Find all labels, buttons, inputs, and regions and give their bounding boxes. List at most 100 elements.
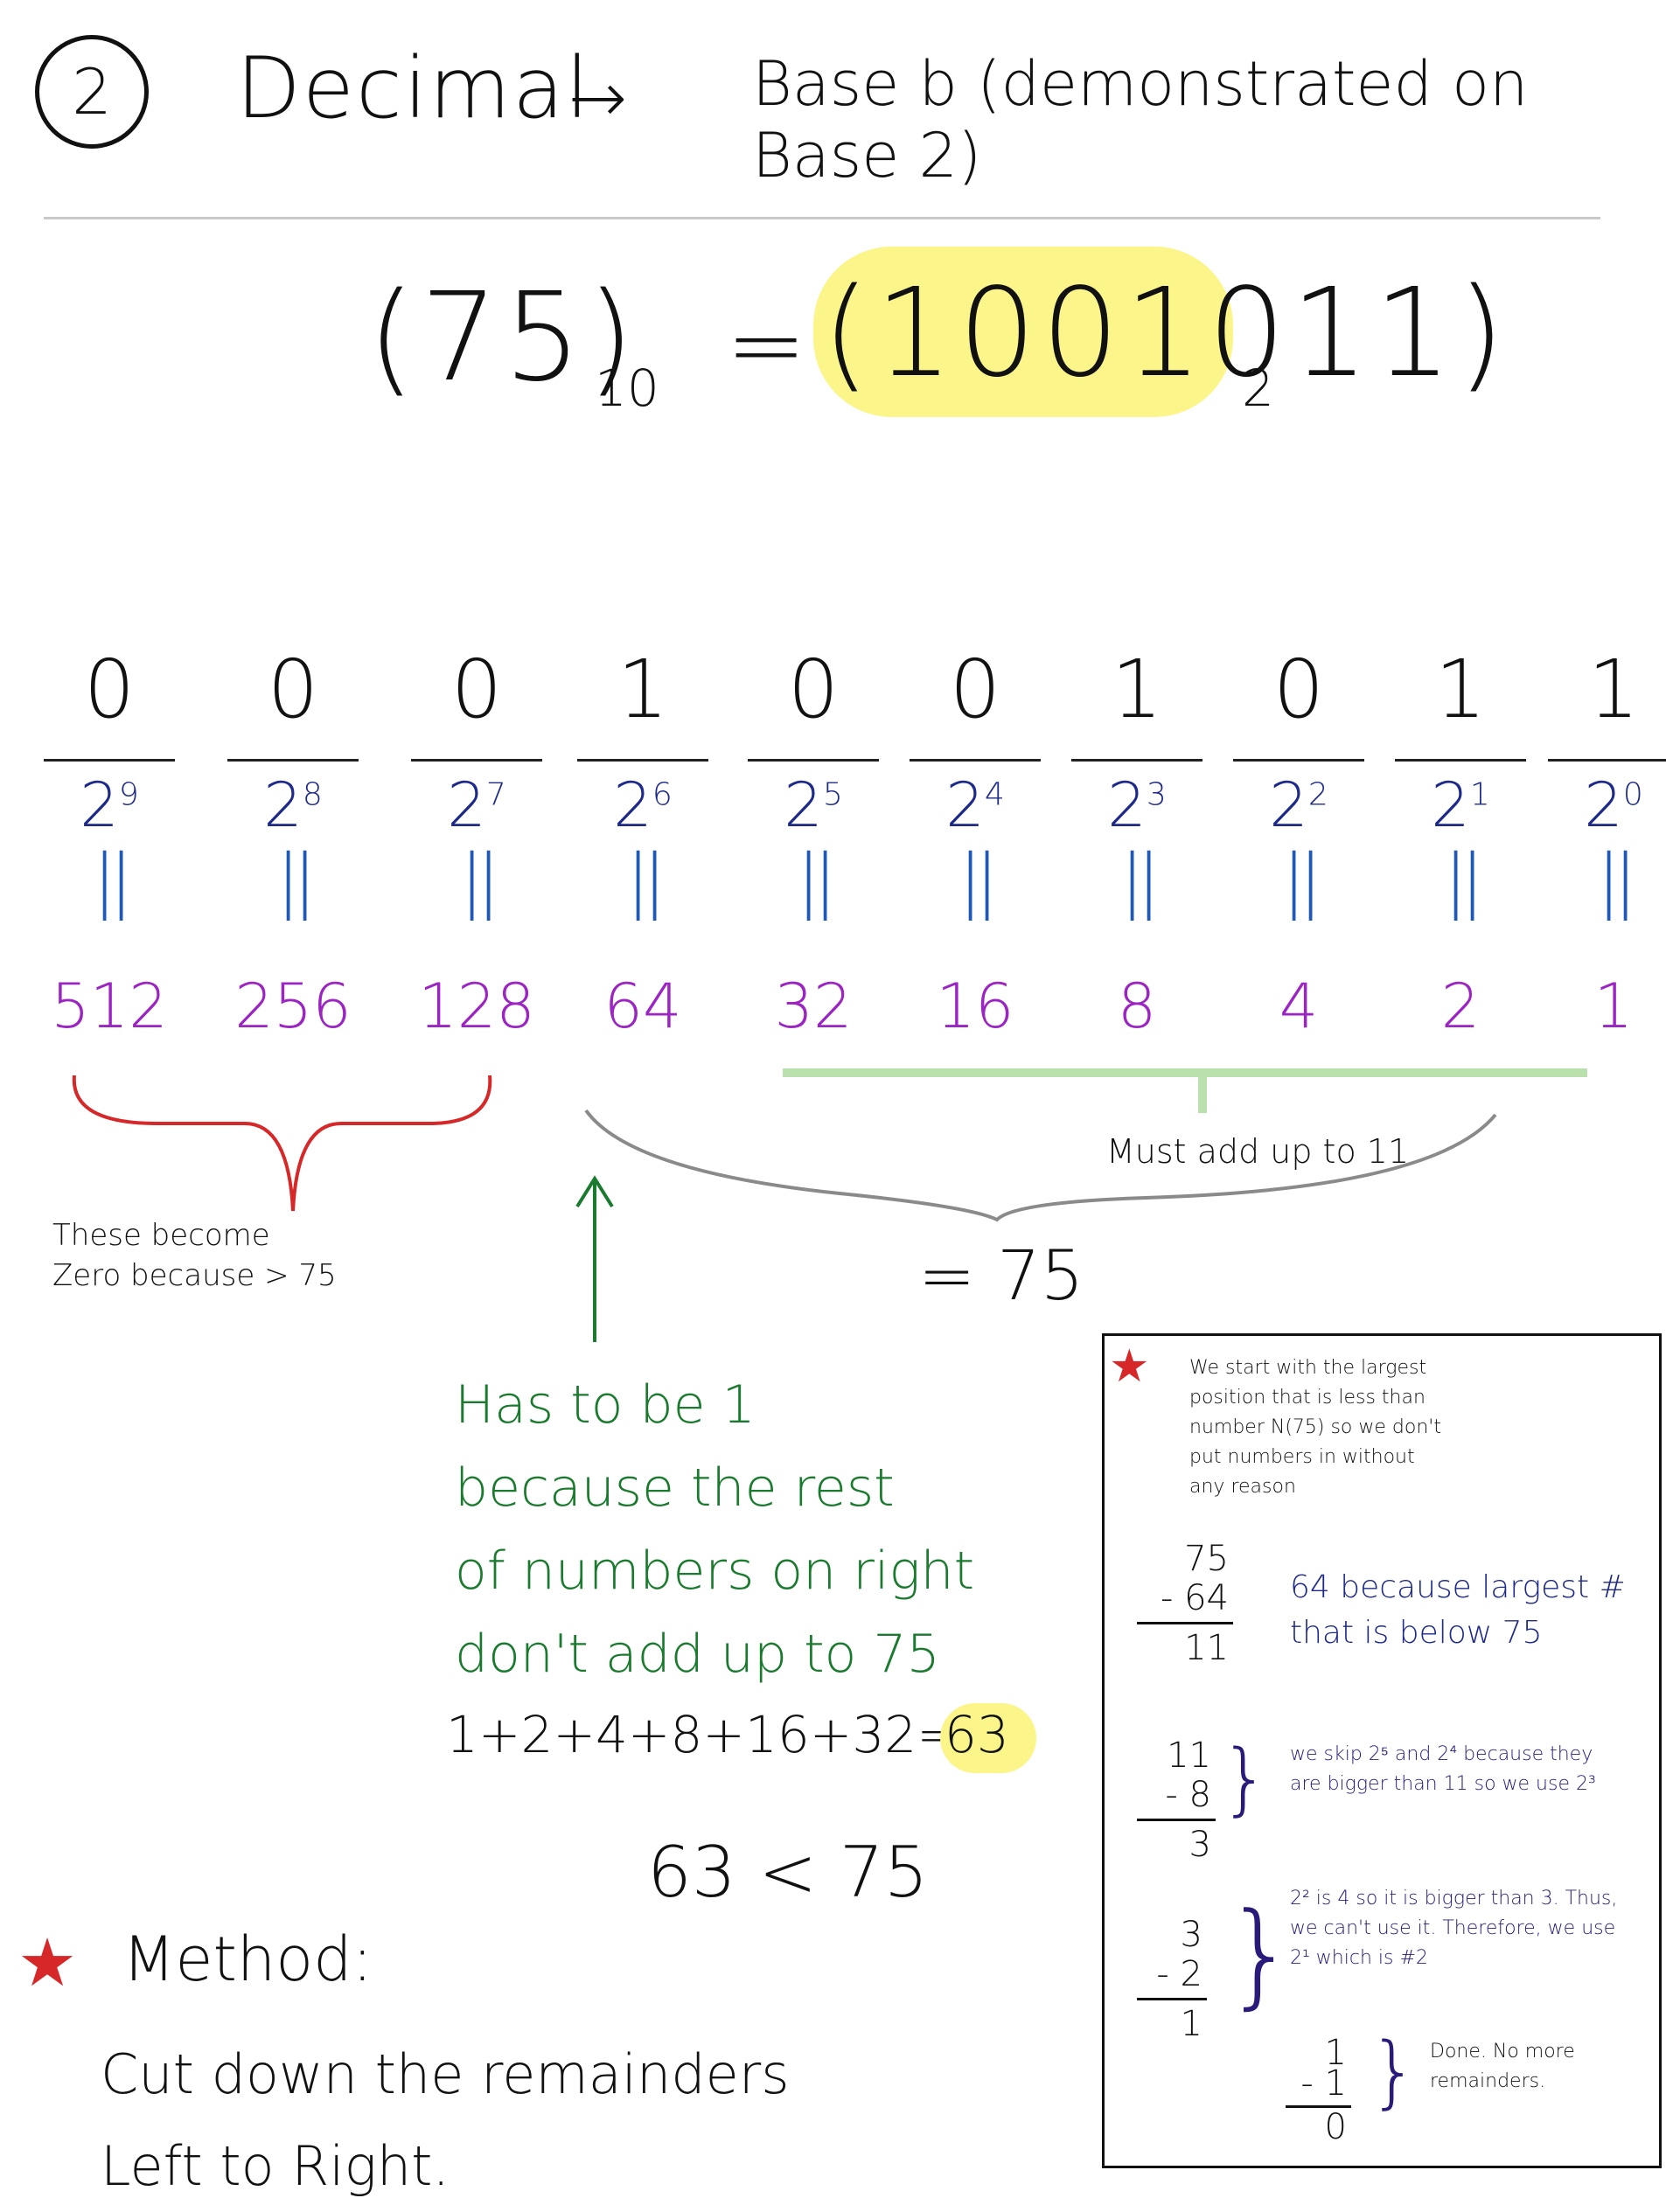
power-of-two: 28 xyxy=(219,769,367,841)
digit-underline xyxy=(910,759,1041,762)
digit-underline xyxy=(411,759,542,762)
star-icon: ★ xyxy=(17,1923,78,2001)
place-value: 256 xyxy=(234,970,352,1042)
grey-brace-icon xyxy=(584,1109,1497,1222)
step3-result: 1 xyxy=(1180,2004,1202,2044)
equals-bar: || xyxy=(1282,839,1322,921)
power-base: 2 xyxy=(784,769,823,841)
binary-highlight xyxy=(813,247,1233,417)
power-exponent: 1 xyxy=(1469,776,1490,813)
green-sum-tick xyxy=(1198,1074,1207,1113)
equals-bar: || xyxy=(1444,839,1484,921)
step1-result: 11 xyxy=(1184,1628,1229,1668)
power-exponent: 8 xyxy=(302,776,323,813)
method-line2: Left to Right. xyxy=(101,2134,450,2198)
step2-result: 3 xyxy=(1189,1825,1211,1865)
place-value: 64 xyxy=(603,970,682,1042)
decimal-base-subscript: 10 xyxy=(595,358,659,418)
brace-icon: } xyxy=(1220,1733,1271,1825)
binary-digit: 1 xyxy=(1434,643,1487,736)
digit-underline xyxy=(1071,759,1202,762)
section-number-badge: 2 xyxy=(35,35,149,149)
step3-minus: - 2 xyxy=(1156,1954,1202,1994)
method-line1: Cut down the remainders xyxy=(101,2042,790,2106)
star-icon: ★ xyxy=(1109,1340,1150,1393)
decimal-value: (75) xyxy=(367,267,640,409)
power-base: 2 xyxy=(1431,769,1470,841)
power-exponent: 2 xyxy=(1307,776,1328,813)
step4-minus: - 1 xyxy=(1300,2063,1347,2104)
place-value: 512 xyxy=(51,970,168,1042)
power-exponent: 3 xyxy=(1146,776,1167,813)
power-base: 2 xyxy=(263,769,303,841)
step2-note: we skip 2⁵ and 2⁴ because they are bigge… xyxy=(1290,1743,1596,1795)
red-brace-icon xyxy=(72,1075,492,1212)
place-value: 1 xyxy=(1593,970,1634,1042)
worked-example-box xyxy=(1102,1333,1662,2168)
equals-bar: || xyxy=(797,839,837,921)
equals-sign: = xyxy=(726,289,807,400)
place-value: 2 xyxy=(1440,970,1481,1042)
step4-result: 0 xyxy=(1324,2107,1347,2147)
power-of-two: 21 xyxy=(1386,769,1535,841)
power-base: 2 xyxy=(447,769,486,841)
binary-digit: 1 xyxy=(1111,643,1163,736)
step3-top: 3 xyxy=(1180,1915,1202,1955)
power-exponent: 5 xyxy=(822,776,843,813)
power-of-two: 24 xyxy=(901,769,1049,841)
method-body: Cut down the remainders Left to Right. xyxy=(101,2028,790,2212)
step1-minus: - 64 xyxy=(1160,1578,1229,1618)
step2-minus: - 8 xyxy=(1165,1775,1211,1815)
zero-note-line1: These become xyxy=(52,1218,270,1253)
step2-rule xyxy=(1137,1819,1216,1821)
step3-rule xyxy=(1137,1998,1207,2000)
digit-underline xyxy=(1395,759,1526,762)
method-title: Method: xyxy=(122,1923,373,1995)
equals-bar: || xyxy=(276,839,317,921)
power-base: 2 xyxy=(1269,769,1308,841)
equals-bar: || xyxy=(93,839,133,921)
digit-underline xyxy=(577,759,708,762)
place-value: 128 xyxy=(418,970,535,1042)
digit-underline xyxy=(748,759,879,762)
zero-note-line2: Zero because > 75 xyxy=(52,1258,337,1293)
power-of-two: 20 xyxy=(1539,769,1666,841)
power-of-two: 22 xyxy=(1224,769,1373,841)
step4-top: 1 xyxy=(1324,2033,1347,2073)
binary-digit: 0 xyxy=(83,643,136,736)
binary-digit: 0 xyxy=(450,643,503,736)
step4-note: Done. No more remainders. xyxy=(1430,2041,1575,2092)
green-sum-bar xyxy=(783,1068,1587,1077)
power-base: 2 xyxy=(80,769,119,841)
power-of-two: 29 xyxy=(35,769,184,841)
section-number: 2 xyxy=(72,55,112,129)
step1-note: 64 because largest # that is below 75 xyxy=(1290,1569,1626,1651)
power-base: 2 xyxy=(1584,769,1623,841)
power-exponent: 0 xyxy=(1622,776,1643,813)
title-decimal: Decimal xyxy=(236,39,591,137)
step4-rule xyxy=(1286,2105,1351,2108)
binary-digit: 0 xyxy=(787,643,840,736)
step3-note: 2² is 4 so it is bigger than 3. Thus, we… xyxy=(1290,1888,1618,1969)
digit-underline xyxy=(1233,759,1364,762)
green-note-line3: of numbers on right xyxy=(455,1541,975,1602)
binary-value: (1001011) xyxy=(822,262,1510,405)
inequality: 63 < 75 xyxy=(647,1832,929,1913)
binary-base-subscript: 2 xyxy=(1242,358,1274,418)
green-note-line4: don't add up to 75 xyxy=(455,1624,940,1685)
equals-bar: || xyxy=(626,839,666,921)
power-base: 2 xyxy=(613,769,652,841)
digit-underline xyxy=(227,759,359,762)
zero-positions-note: These become Zero because > 75 xyxy=(52,1215,337,1296)
step2-top: 11 xyxy=(1167,1736,1211,1776)
brace-icon: } xyxy=(1369,2026,1419,2118)
power-of-two: 25 xyxy=(739,769,888,841)
title-target-base: Base b (demonstrated on Base 2) xyxy=(752,48,1529,191)
binary-digit: 1 xyxy=(617,643,669,736)
power-exponent: 4 xyxy=(984,776,1005,813)
total-equals-75: = 75 xyxy=(918,1237,1084,1316)
step1-top: 75 xyxy=(1184,1539,1229,1579)
equals-bar: || xyxy=(1120,839,1161,921)
header-divider xyxy=(44,217,1600,219)
sum-highlight xyxy=(940,1703,1036,1773)
